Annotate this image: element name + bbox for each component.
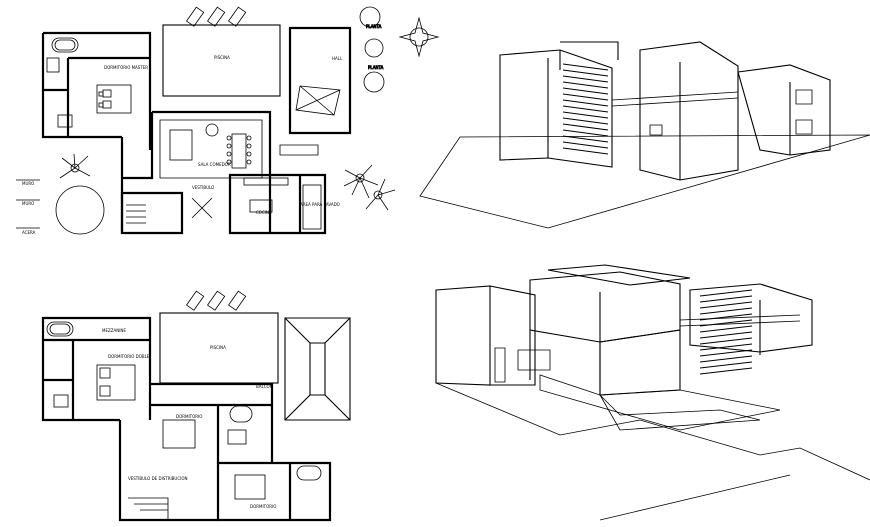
palm-tree-icon-3	[59, 153, 91, 179]
lobby-label: VESTIBULO	[192, 185, 214, 190]
kitchen-label: COCINA	[256, 210, 272, 215]
svg-text:MURO: MURO	[22, 181, 34, 186]
svg-text:MURO: MURO	[22, 201, 34, 206]
3d-view-upper	[419, 41, 870, 229]
floor-plan-upper: PISCINA DORMITORIO MASTER SA	[16, 6, 440, 235]
svg-text:DORMITORIO DOBLE: DORMITORIO DOBLE	[108, 354, 150, 359]
svg-text:BALCON: BALCON	[256, 384, 273, 389]
palm-tree-icon-2	[365, 178, 396, 211]
round-terrace	[55, 185, 105, 235]
pool	[162, 24, 281, 97]
3d-view-lower	[435, 264, 870, 521]
svg-text:PLANTA: PLANTA	[366, 24, 382, 29]
annex: HALL	[279, 26, 352, 156]
laundry-label: AREA PARA LAVADO	[300, 202, 340, 207]
living-area: SALA COMEDOR	[120, 110, 272, 233]
svg-text:VESTIBULO DE DISTRIBUCION: VESTIBULO DE DISTRIBUCION	[128, 476, 187, 481]
louver-screen-lower	[699, 289, 753, 375]
svg-text:DORMITORIO: DORMITORIO	[250, 504, 276, 509]
svg-text:PLANTA: PLANTA	[368, 65, 384, 70]
north-arrow-icon	[398, 16, 440, 58]
pool-label: PISCINA	[214, 55, 230, 60]
louver-screen	[562, 63, 609, 155]
svg-text:DORMITORIO: DORMITORIO	[176, 414, 202, 419]
sun-loungers	[186, 6, 247, 27]
planters: PLANTA PLANTA	[359, 6, 385, 93]
master-bedroom-label: DORMITORIO MASTER	[104, 65, 148, 70]
svg-text:MEZZANINE: MEZZANINE	[102, 328, 126, 333]
palm-tree-icon	[343, 164, 379, 199]
service-wing: COCINA AREA PARA LAVADO	[228, 173, 340, 235]
sun-loungers-lower	[186, 290, 247, 311]
floor-plan-lower: PISCINA MEZZANINE DORMITORIO DOBLE DORMI…	[41, 290, 351, 522]
bedroom-wing: DORMITORIO MASTER	[41, 31, 152, 150]
svg-text:ACERA: ACERA	[22, 230, 36, 235]
dining-label: SALA COMEDOR	[198, 162, 231, 167]
hall-label: HALL	[332, 56, 343, 61]
svg-text:PISCINA: PISCINA	[210, 345, 226, 350]
roof-hip	[284, 317, 351, 421]
entrance-lobby: VESTIBULO	[120, 185, 214, 235]
